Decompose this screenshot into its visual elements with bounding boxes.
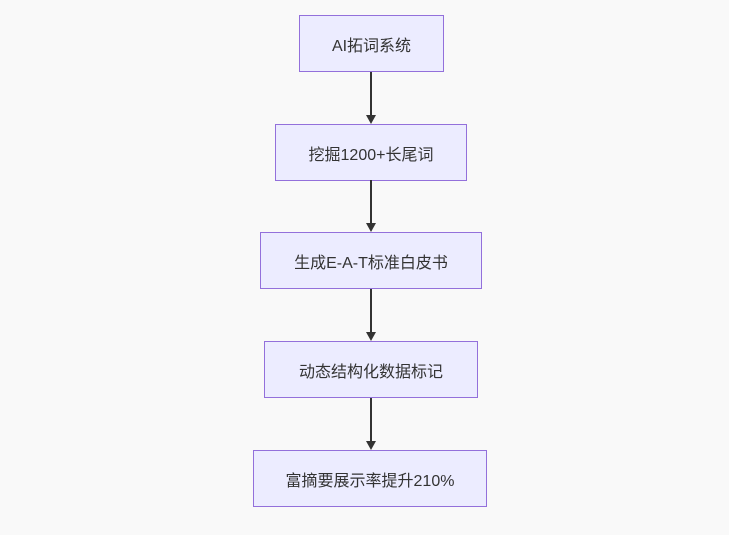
arrow-down-icon	[366, 115, 376, 124]
arrow-down-icon	[366, 223, 376, 232]
flow-node-label: AI拓词系统	[331, 37, 412, 55]
flow-node-rich-snippet-result: 富摘要展示率提升210%	[253, 450, 487, 507]
flow-node-structured-data: 动态结构化数据标记	[264, 341, 478, 398]
arrow-line	[370, 72, 372, 115]
arrow-down-icon	[366, 332, 376, 341]
flow-node-label: 生成E-A-T标准白皮书	[294, 254, 448, 272]
flow-node-longtail-mining: 挖掘1200+长尾词	[275, 124, 467, 181]
flow-node-eat-whitepaper: 生成E-A-T标准白皮书	[260, 232, 482, 289]
arrow-down-icon	[366, 441, 376, 450]
flow-node-label: 挖掘1200+长尾词	[308, 146, 434, 164]
arrow-line	[370, 289, 372, 332]
arrow-line	[370, 398, 372, 441]
arrow-line	[370, 180, 372, 223]
flow-node-label: 动态结构化数据标记	[298, 363, 443, 381]
flow-node-label: 富摘要展示率提升210%	[285, 472, 455, 490]
flow-node-ai-word-system: AI拓词系统	[299, 15, 444, 72]
